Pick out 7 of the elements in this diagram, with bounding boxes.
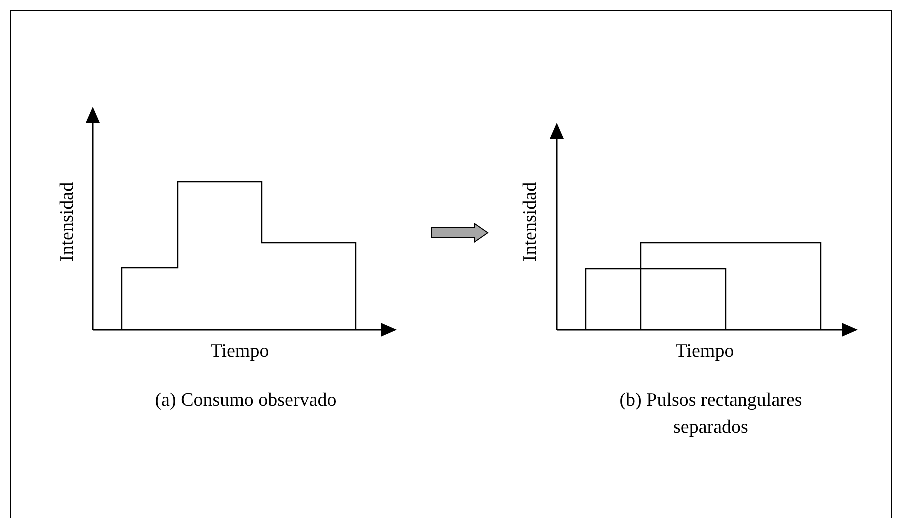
panel-label: (a) Consumo observado — [154, 389, 338, 413]
axis-label: Tiempo — [210, 341, 270, 363]
block-arrow — [432, 223, 489, 243]
axis-label: Intensidad — [57, 182, 79, 262]
axis-label: Intensidad — [520, 182, 542, 262]
axis-label: Tiempo — [676, 341, 734, 363]
panel-label: (b) Pulsos rectangulares separados — [618, 389, 804, 440]
